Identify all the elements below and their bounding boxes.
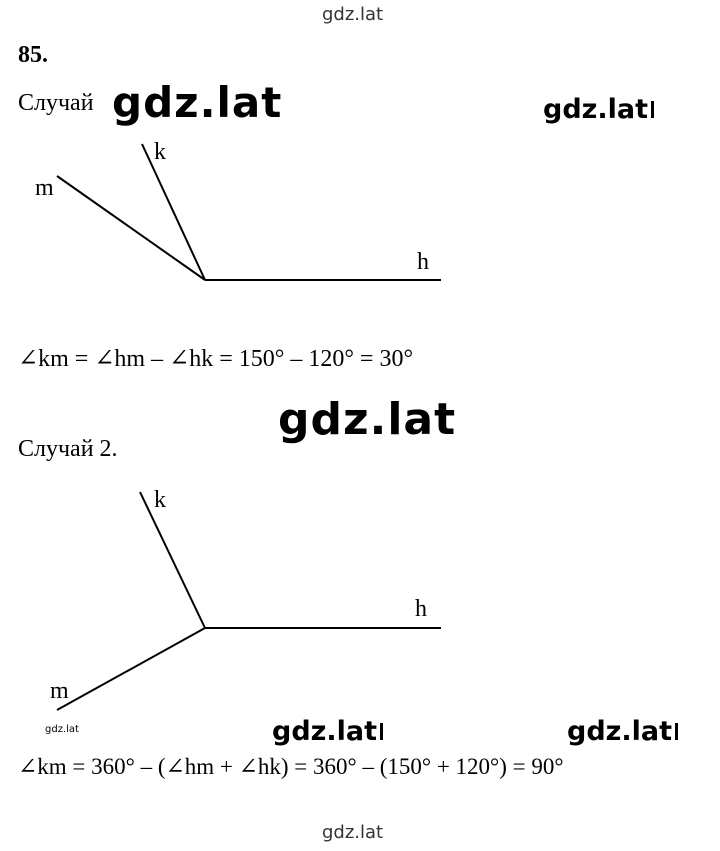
ray-k-case1 [141, 143, 206, 281]
label-m-case1: m [35, 175, 54, 201]
case1-title: Случай [18, 90, 94, 116]
formula-case1: ∠km = ∠hm – ∠hk = 150° – 120° = 30° [18, 346, 414, 372]
ray-k-case2 [139, 491, 206, 629]
problem-number: 85. [18, 42, 48, 68]
watermark-small-left: gdz.lat [45, 724, 79, 735]
label-m-case2: m [50, 678, 69, 704]
watermark-top: gdz.lat [322, 4, 384, 25]
case2-title: Случай 2. [18, 436, 118, 462]
watermark-bottom: gdz.lat [322, 822, 384, 843]
watermark-big-2: gdz.lat [278, 394, 457, 445]
watermark-big-1: gdz.lat [112, 78, 283, 127]
formula-case2: ∠km = 360° – (∠hm + ∠hk) = 360° – (150° … [18, 754, 564, 779]
ray-m-case2 [56, 627, 206, 711]
watermark-right-1: gdz.lat [543, 94, 655, 125]
label-h-case1: h [417, 249, 429, 275]
ray-m-case1 [56, 175, 206, 281]
label-h-case2: h [415, 596, 427, 622]
watermark-mid-2: gdz.lat [272, 716, 384, 747]
label-k-case1: k [154, 139, 166, 165]
watermark-right-2: gdz.lat [567, 716, 679, 747]
label-k-case2: k [154, 487, 166, 513]
